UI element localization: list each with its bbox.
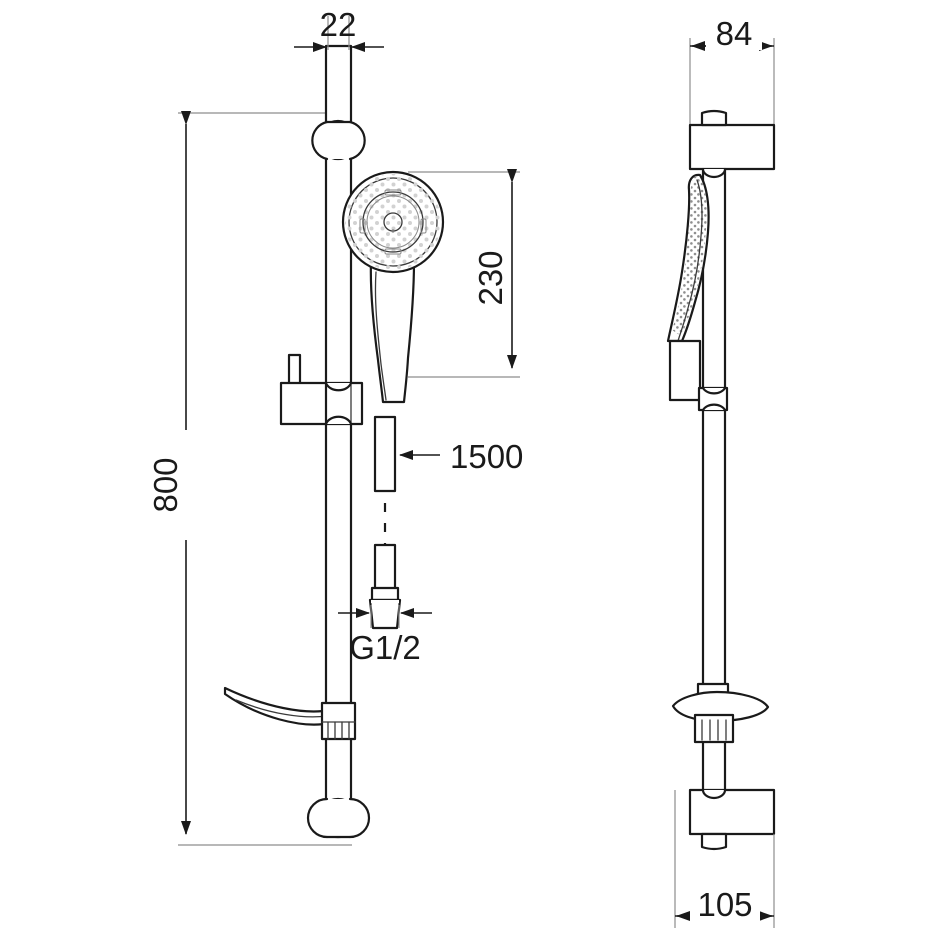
hose-nut-mask xyxy=(371,600,399,603)
dim-label-800: 800 xyxy=(147,457,184,512)
dim-label-84: 84 xyxy=(716,15,753,52)
hand-shower-handle-side xyxy=(668,339,702,402)
shower-hose-lower xyxy=(373,543,397,592)
top-wall-bracket-boss xyxy=(700,109,728,127)
holder-rail-arc-bottom xyxy=(324,415,353,426)
hose-connector-nut xyxy=(368,598,402,630)
hose-collar xyxy=(370,586,400,602)
dim-label-800-backdrop xyxy=(168,430,204,540)
top-wall-bracket xyxy=(688,123,776,171)
holder-lever xyxy=(287,353,302,387)
rail-cap-top-left-arc xyxy=(311,120,329,161)
rail-cap-bottom-right-arc xyxy=(348,797,371,839)
bottom-bracket-rail-arc xyxy=(701,788,727,800)
rail-cap-top-right-arc xyxy=(348,120,366,161)
hand-shower-holder-bracket xyxy=(279,381,364,426)
spray-ring-inner xyxy=(366,195,420,249)
hose-joint-arc-top xyxy=(701,386,727,395)
rail-cap-bottom-mask xyxy=(327,799,350,837)
top-bracket-rail-arc xyxy=(701,167,727,179)
soap-dish xyxy=(223,686,332,726)
dim-label-230: 230 xyxy=(472,250,509,305)
bottom-wall-bracket-boss xyxy=(700,832,728,851)
rail-cap-top-mask xyxy=(327,122,350,159)
spray-mode-tab-top xyxy=(384,189,402,196)
hose-joint-arc-bottom xyxy=(701,403,727,412)
spray-mode-tab-bottom xyxy=(384,248,402,255)
soap-dish-collar-side-ribs xyxy=(701,719,727,741)
spray-mode-tab-left xyxy=(359,218,366,234)
rail-cap-bottom-left-arc xyxy=(306,797,329,839)
dim-label-84-backdrop xyxy=(706,24,762,50)
hand-shower-head-side-edge xyxy=(677,179,703,342)
spray-mode-tab-right xyxy=(420,218,427,234)
dim-label-105: 105 xyxy=(697,886,752,923)
soap-dish-collar xyxy=(320,701,357,741)
soap-dish-collar-side xyxy=(693,713,735,744)
shower-hose-upper xyxy=(373,415,397,493)
dim-label-105-backdrop xyxy=(690,894,760,922)
holder-rail-arc-top xyxy=(324,381,353,392)
soap-dish-rim xyxy=(235,699,328,718)
bottom-wall-bracket xyxy=(688,788,776,836)
hand-shower-handle-edge xyxy=(374,271,387,401)
spray-center-dot xyxy=(391,229,395,233)
soap-dish-collar-ribs xyxy=(321,721,356,740)
dim-label-22: 22 xyxy=(320,6,357,43)
dim-label-g12: G1/2 xyxy=(349,629,421,666)
dim-label-1500: 1500 xyxy=(450,438,523,475)
spray-ring-outer xyxy=(362,191,424,253)
